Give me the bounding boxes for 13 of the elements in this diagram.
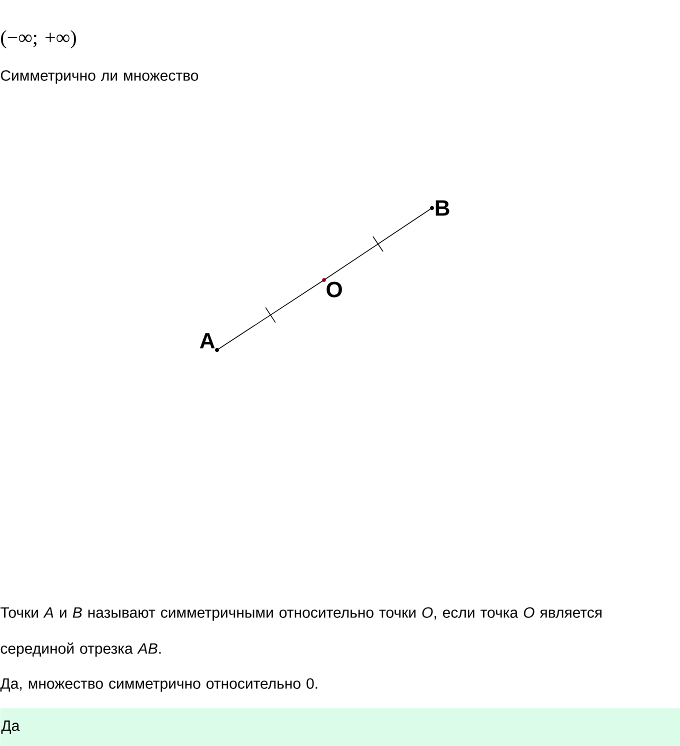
definition-text: Точки A и B называют симметричными относительно точки O, если точка O является серединой отрезка AB. bbox=[0, 607, 602, 657]
point: A bbox=[200, 333, 219, 352]
node-label: B bbox=[436, 200, 450, 216]
interval-text: (−∞; +∞) bbox=[1, 30, 76, 48]
segment bbox=[324, 208, 432, 280]
question-text: Симметрично ли множество bbox=[0, 70, 198, 84]
node-label: A bbox=[200, 333, 215, 348]
node-label: O bbox=[326, 282, 342, 298]
answer-band: Да bbox=[0, 708, 680, 746]
point: B bbox=[430, 200, 450, 216]
answer-text: Да, множество симметрично относительно 0. bbox=[0, 678, 318, 692]
point: O bbox=[322, 278, 342, 298]
segment bbox=[216, 280, 324, 350]
